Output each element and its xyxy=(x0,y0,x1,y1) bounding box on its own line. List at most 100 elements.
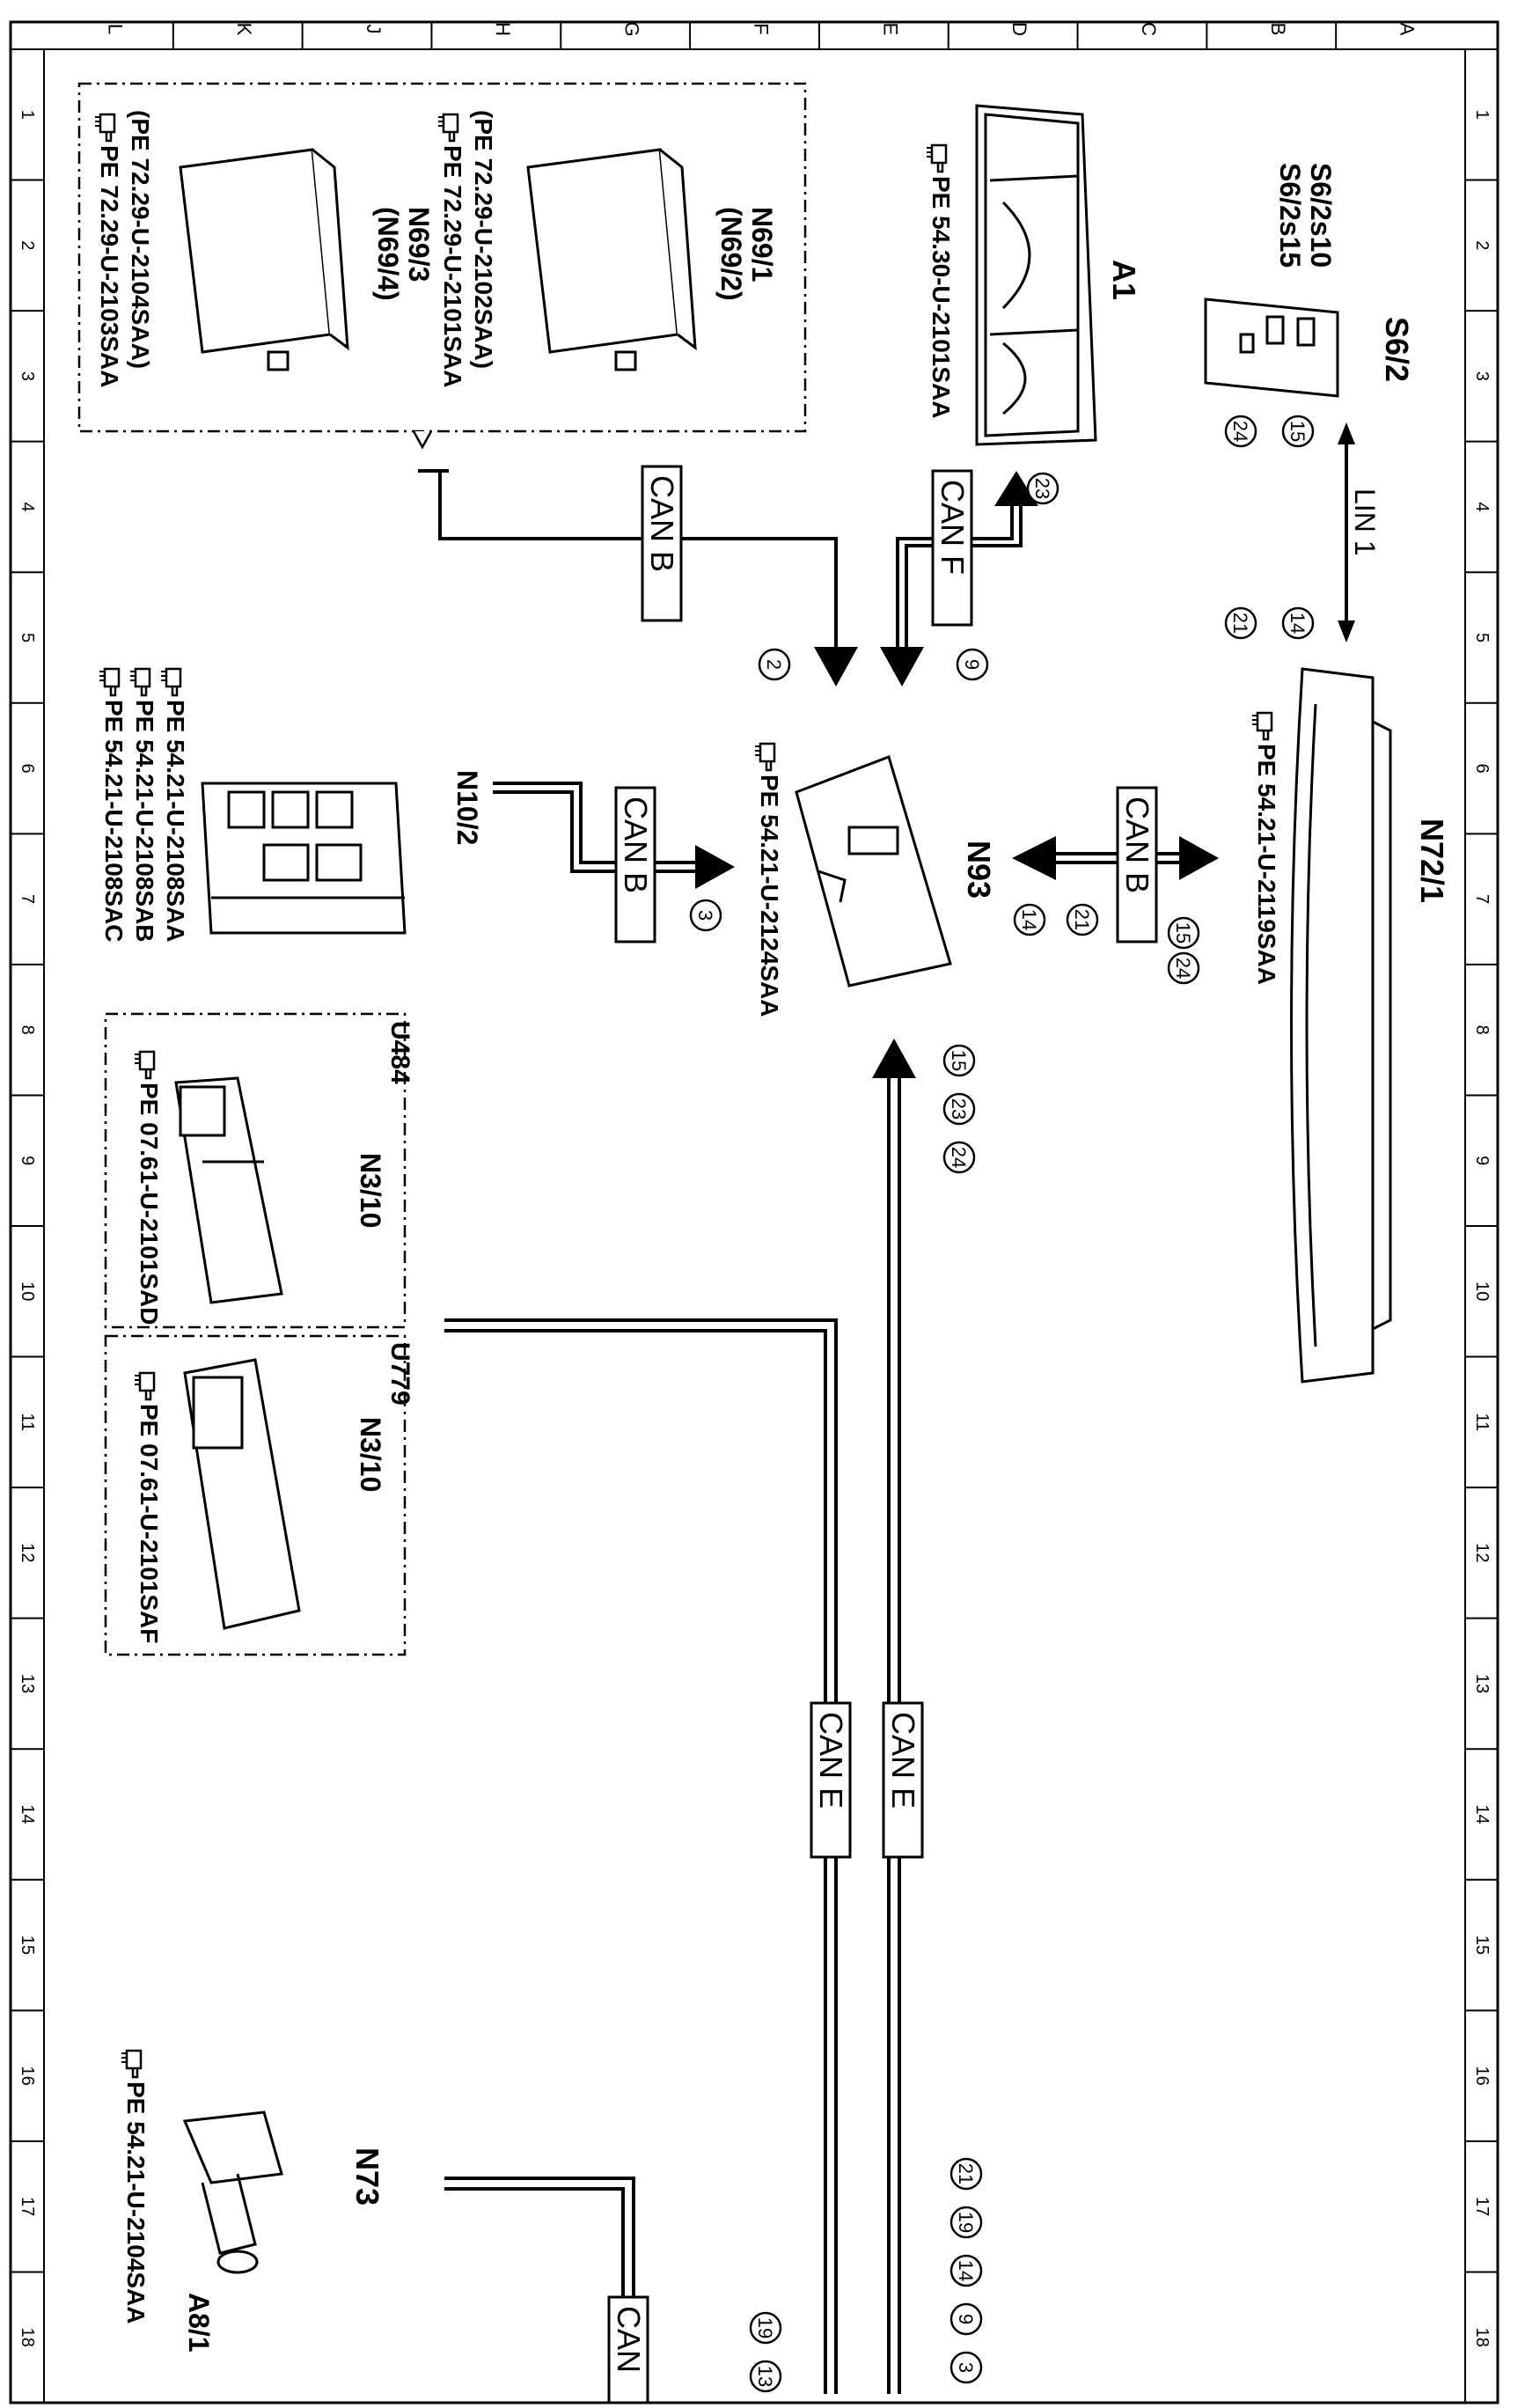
pin-number: 3 xyxy=(689,899,722,932)
grid-row-label: 15 xyxy=(18,1935,37,1955)
n69-3-alt: (N69/4) xyxy=(372,207,404,301)
svg-text:15: 15 xyxy=(1172,922,1194,943)
grid-row-label: 14 xyxy=(18,1804,37,1824)
pin-number: 23 xyxy=(1026,472,1059,505)
grid-column-label: C xyxy=(1138,22,1160,36)
grid-row-label: 4 xyxy=(1472,502,1492,511)
n3-10-u779-label: N3/10 xyxy=(355,1417,386,1492)
svg-text:CAN E: CAN E xyxy=(813,1712,849,1809)
svg-text:15: 15 xyxy=(1287,421,1309,442)
grid-column-label: G xyxy=(621,21,643,36)
grid-column-label: L xyxy=(104,24,126,34)
can-bottom-label: CAN xyxy=(607,2295,649,2404)
grid-row-label: 12 xyxy=(1472,1543,1492,1562)
can-b-arrow-left xyxy=(1012,836,1056,880)
pin-number: 9 xyxy=(949,2302,983,2336)
grid-row-label: 17 xyxy=(1472,2197,1492,2216)
grid-column-label: K xyxy=(233,23,255,36)
pin-number: 24 xyxy=(1224,415,1257,448)
grid-row-label: 15 xyxy=(1472,1935,1492,1955)
pin-number: 9 xyxy=(956,648,989,681)
grid-row-label: 4 xyxy=(18,502,37,511)
arrowheads xyxy=(695,422,1355,1078)
pin-number: 24 xyxy=(942,1141,976,1174)
a8-1-label: A8/1 xyxy=(183,2293,215,2353)
pin-number: 21 xyxy=(1066,903,1099,936)
svg-text:9: 9 xyxy=(961,659,983,670)
pin-number: 14 xyxy=(949,2254,983,2287)
grid-row-label: 6 xyxy=(18,763,37,773)
grid-row-label: 8 xyxy=(18,1025,37,1035)
svg-text:19: 19 xyxy=(955,2212,977,2233)
grid-column-label: J xyxy=(363,25,385,34)
can-f-label: CAN F xyxy=(931,469,973,627)
can-b-arrow-from-n10 xyxy=(695,845,735,889)
n69-1-alt: (N69/2) xyxy=(715,207,747,301)
n3-10-u484-label: N3/10 xyxy=(355,1153,386,1228)
n69-1-module-drawing xyxy=(526,148,697,371)
grid-column-label: E xyxy=(879,23,901,36)
n93-label: N93 xyxy=(961,841,997,899)
s6-2-label: S6/2 xyxy=(1379,317,1415,382)
can-e-left-label: CAN E xyxy=(810,1701,852,1859)
grid-row-label: 6 xyxy=(1472,763,1492,773)
n10-2-ref-1: PE 54.21-U-2108SAA xyxy=(162,700,189,942)
grid-column-label: B xyxy=(1267,23,1289,36)
grid-row-label: 12 xyxy=(18,1543,37,1562)
n3-10-u484-ref: PE 07.61-U-2101SAD xyxy=(136,1083,163,1325)
n69-3-ref1: PE 72.29-U-2103SAA xyxy=(96,145,123,387)
n69-1-label: N69/1 xyxy=(746,207,778,282)
pin-number: 21 xyxy=(949,2157,983,2191)
grid-row-label: 1 xyxy=(18,110,37,120)
svg-text:21: 21 xyxy=(1229,613,1251,634)
grid-row-label: 13 xyxy=(1472,1674,1492,1693)
grid-column-label: A xyxy=(1397,23,1419,36)
svg-text:3: 3 xyxy=(955,2362,977,2373)
grid-row-label: 7 xyxy=(18,894,37,904)
pin-number: 3 xyxy=(949,2351,983,2384)
svg-text:19: 19 xyxy=(754,2317,776,2338)
n73-label: N73 xyxy=(349,2147,385,2206)
pin-number: 15 xyxy=(942,1044,976,1077)
a1-label: A1 xyxy=(1106,260,1142,300)
can-e-right-label: CAN E xyxy=(882,1701,924,1859)
n69-3-ref2: (PE 72.29-U-2104SAA) xyxy=(127,110,154,369)
svg-text:24: 24 xyxy=(948,1147,970,1168)
can-b-mid-label: CAN B xyxy=(614,786,656,943)
svg-text:13: 13 xyxy=(754,2366,776,2387)
grid-row-label: 18 xyxy=(18,2328,37,2347)
svg-text:21: 21 xyxy=(1071,909,1093,930)
grid-row-label: 5 xyxy=(18,633,37,642)
grid-column-label: H xyxy=(492,22,514,36)
pin-number: 14 xyxy=(1281,606,1315,640)
u779-module-group xyxy=(104,1334,407,1656)
n93-module-drawing xyxy=(795,755,952,987)
svg-text:21: 21 xyxy=(955,2163,977,2184)
n69-group-pointer xyxy=(412,430,433,450)
n72-1-label: N72/1 xyxy=(1414,819,1450,903)
grid-row-label: 10 xyxy=(1472,1281,1492,1301)
a1-cluster-drawing xyxy=(975,104,1097,446)
grid-row-label: 2 xyxy=(1472,240,1492,250)
svg-text:9: 9 xyxy=(955,2314,977,2324)
svg-text:14: 14 xyxy=(955,2260,977,2281)
n10-2-ref-3: PE 54.21-U-2108SAC xyxy=(100,700,128,942)
grid-row-label: 11 xyxy=(1472,1413,1492,1431)
n69-module-group xyxy=(77,82,807,433)
can-b-arrow-to-n93 xyxy=(814,647,858,686)
pin-number: 13 xyxy=(749,2360,782,2393)
bus-labels: LIN 1 CAN F CAN B CAN B CAN B CAN E CAN … xyxy=(607,465,1381,2404)
grid-row-label: 17 xyxy=(18,2197,37,2216)
svg-text:3: 3 xyxy=(694,910,716,921)
grid-column-label: F xyxy=(751,23,773,34)
n69-1-ref2: (PE 72.29-U-2102SAA) xyxy=(470,110,497,369)
pin-number: 23 xyxy=(942,1092,976,1126)
pin-number: 15 xyxy=(1281,415,1315,448)
can-b-top-label: CAN B xyxy=(641,465,683,622)
grid-row-label: 10 xyxy=(18,1281,37,1301)
grid-row-label: 13 xyxy=(18,1674,37,1693)
n72-1-panel-drawing xyxy=(1290,667,1392,1384)
n69-1-ref1: PE 72.29-U-2101SAA xyxy=(439,145,466,387)
